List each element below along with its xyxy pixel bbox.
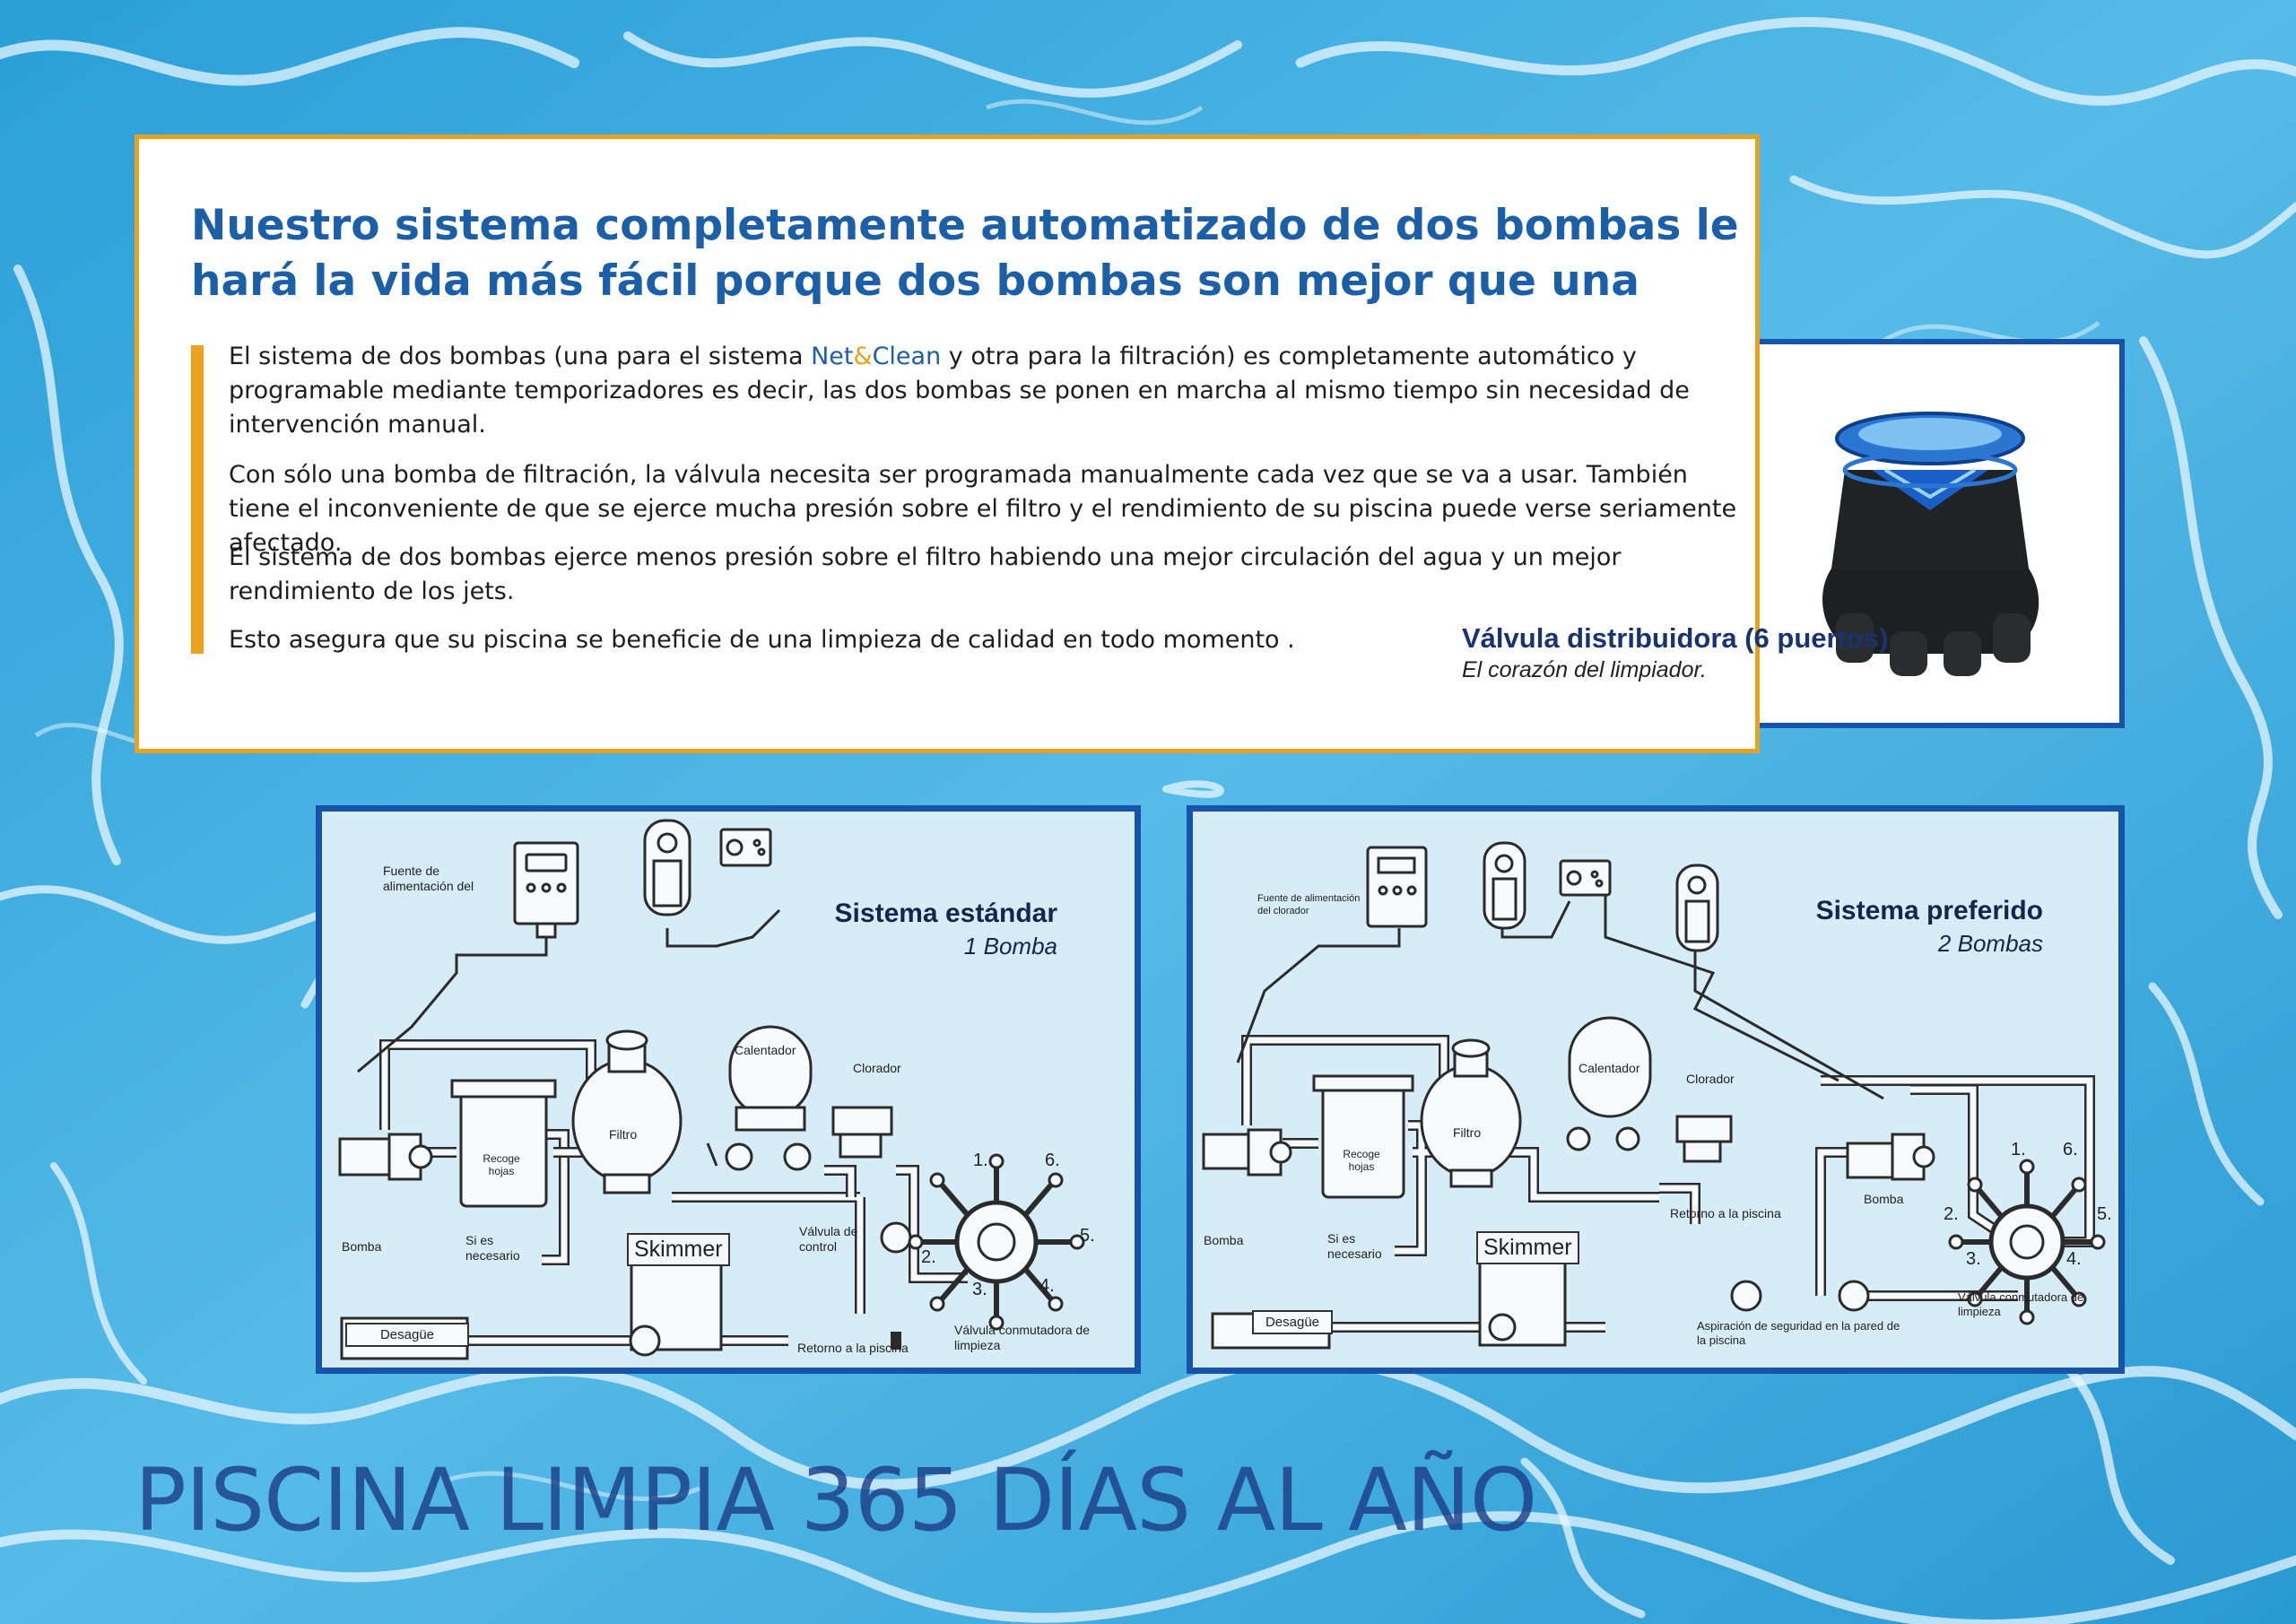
label-pump-2: Bomba [1864, 1192, 1904, 1206]
label-if-needed: Si es necesario [1327, 1231, 1382, 1261]
valve-title: Válvula distribuidora (6 puertos) [1462, 622, 1889, 654]
port-5: 5. [2097, 1204, 2112, 1224]
port-2: 2. [1944, 1204, 1959, 1224]
valve-subtitle: El corazón del limpiador. [1462, 657, 1707, 682]
label-skimmer: Skimmer [1476, 1231, 1579, 1264]
port-6: 6. [2063, 1140, 2078, 1159]
label-chlorinator: Clorador [853, 1061, 901, 1075]
label-power-source: Fuente de alimentación del clorador [1257, 893, 1361, 916]
intro-paragraph-4: Esto asegura que su piscina se beneficie… [229, 626, 1295, 654]
label-drain: Desagüe [345, 1323, 469, 1347]
label-filter: Filtro [1453, 1125, 1482, 1140]
label-filter: Filtro [609, 1127, 638, 1142]
port-6: 6. [1045, 1151, 1060, 1170]
label-pump: Bomba [342, 1239, 382, 1254]
port-4: 4. [2066, 1249, 2082, 1269]
label-safety-suction: Aspiración de seguridad en la pared de l… [1697, 1319, 1900, 1347]
standard-system-diagram: Sistema estándar 1 Bomba Fuente de alime… [316, 805, 1141, 1374]
p1-text-before: El sistema de dos bombas (una para el si… [229, 343, 812, 370]
footer-slogan: PISCINA LIMPIA 365 DÍAS AL AÑO [135, 1450, 1537, 1550]
port-1: 1. [973, 1151, 988, 1170]
standard-plumbing-drawing [338, 819, 1085, 1360]
distribution-valve-image [1822, 412, 2039, 676]
port-4: 4. [1039, 1276, 1055, 1296]
intro-paragraph-1: El sistema de dos bombas (una para el si… [229, 340, 1753, 442]
label-return: Retorno a la piscina [797, 1341, 909, 1355]
standard-subtitle: 1 Bomba [963, 933, 1057, 960]
preferred-title: Sistema preferido [1815, 896, 2043, 925]
label-skimmer: Skimmer [627, 1233, 730, 1266]
p1-text-after: y otra para la filtración) es completame… [229, 343, 1690, 439]
label-control-valve: Válvula de control [799, 1224, 858, 1254]
standard-title: Sistema estándar [834, 899, 1057, 928]
valve-photo-panel [1760, 339, 2125, 728]
port-2: 2. [921, 1247, 936, 1267]
label-if-needed: Si es necesario [465, 1233, 520, 1263]
intro-title: Nuestro sistema completamente automatiza… [191, 201, 1739, 306]
preferred-subtitle: 2 Bombas [1937, 930, 2043, 957]
label-heater: Calentador [1578, 1061, 1640, 1075]
brand-net: Net [811, 343, 854, 370]
valve-caption: Válvula distribuidora (6 puertos) El cor… [1462, 621, 1888, 684]
label-chlorinator: Clorador [1686, 1072, 1735, 1086]
intro-paragraph-3: El sistema de dos bombas ejerce menos pr… [229, 543, 1622, 605]
port-5: 5. [1080, 1226, 1095, 1246]
port-1: 1. [2011, 1140, 2026, 1159]
label-switch-valve: Válvula conmutadora de limpieza [1958, 1290, 2084, 1318]
label-pump: Bomba [1204, 1233, 1244, 1247]
label-leaf-catcher: Recoge hojas [483, 1152, 520, 1177]
label-switch-valve: Válvula conmutadora de limpieza [954, 1323, 1090, 1352]
intro-paragraph-2: Con sólo una bomba de filtración, la vál… [229, 461, 1737, 557]
preferred-system-diagram: Sistema preferido 2 Bombas Fuente de ali… [1187, 805, 2125, 1374]
brand-clean: Clean [872, 343, 942, 370]
port-3: 3. [972, 1280, 987, 1299]
port-3: 3. [1966, 1249, 1981, 1269]
accent-bar [191, 345, 204, 654]
brand-amp: & [853, 343, 873, 370]
label-heater: Calentador [735, 1043, 796, 1057]
label-drain: Desagüe [1252, 1310, 1333, 1334]
brand-net-clean: Net&Clean [811, 343, 941, 370]
intro-card: Nuestro sistema completamente automatiza… [135, 135, 1760, 753]
label-return: Retorno a la piscina [1670, 1206, 1781, 1220]
label-power-source: Fuente de alimentación del [383, 864, 474, 893]
label-leaf-catcher: Recoge hojas [1343, 1148, 1380, 1173]
